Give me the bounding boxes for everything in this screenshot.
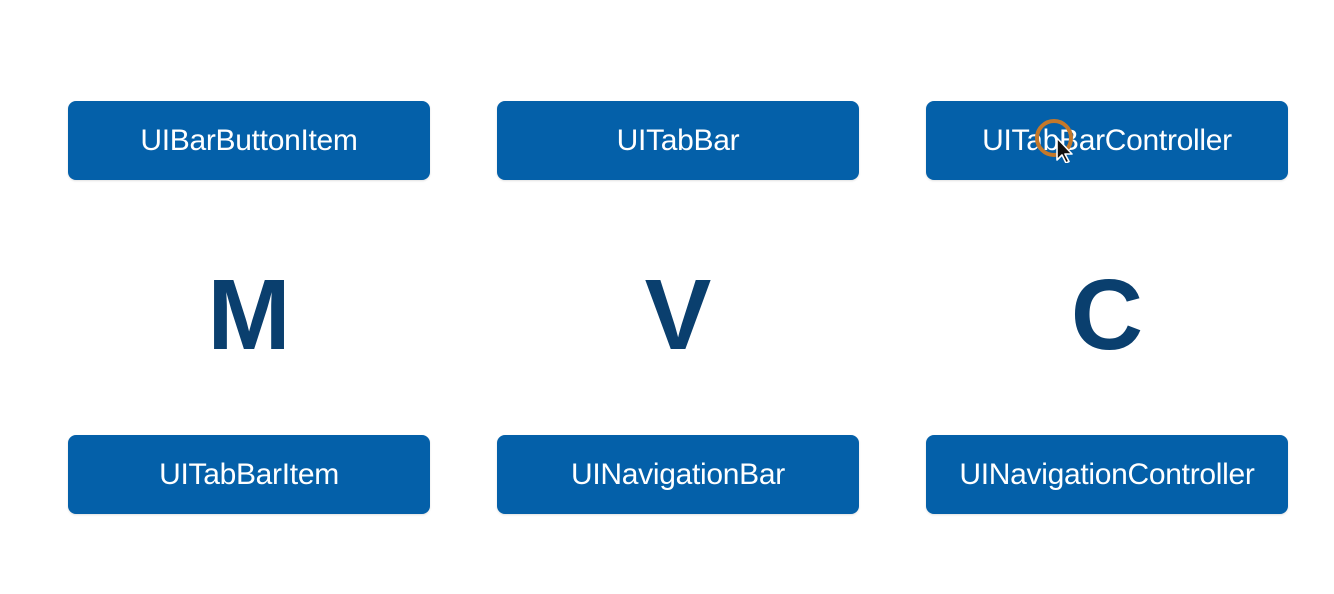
model-bottom-box: UITabBarItem — [68, 435, 430, 514]
controller-bottom-label: UINavigationController — [959, 457, 1255, 491]
controller-top-box: UITabBarController — [926, 101, 1288, 180]
model-top-box: UIBarButtonItem — [68, 101, 430, 180]
view-letter: V — [644, 259, 712, 371]
controller-top-label: UITabBarController — [982, 123, 1232, 157]
controller-bottom-box: UINavigationController — [926, 435, 1288, 514]
controller-letter: C — [1070, 259, 1144, 371]
model-bottom-label: UITabBarItem — [159, 457, 339, 491]
view-top-label: UITabBar — [616, 123, 740, 157]
view-top-box: UITabBar — [497, 101, 859, 180]
view-bottom-label: UINavigationBar — [571, 457, 785, 491]
view-bottom-box: UINavigationBar — [497, 435, 859, 514]
model-top-label: UIBarButtonItem — [140, 123, 358, 157]
model-letter: M — [207, 259, 291, 371]
